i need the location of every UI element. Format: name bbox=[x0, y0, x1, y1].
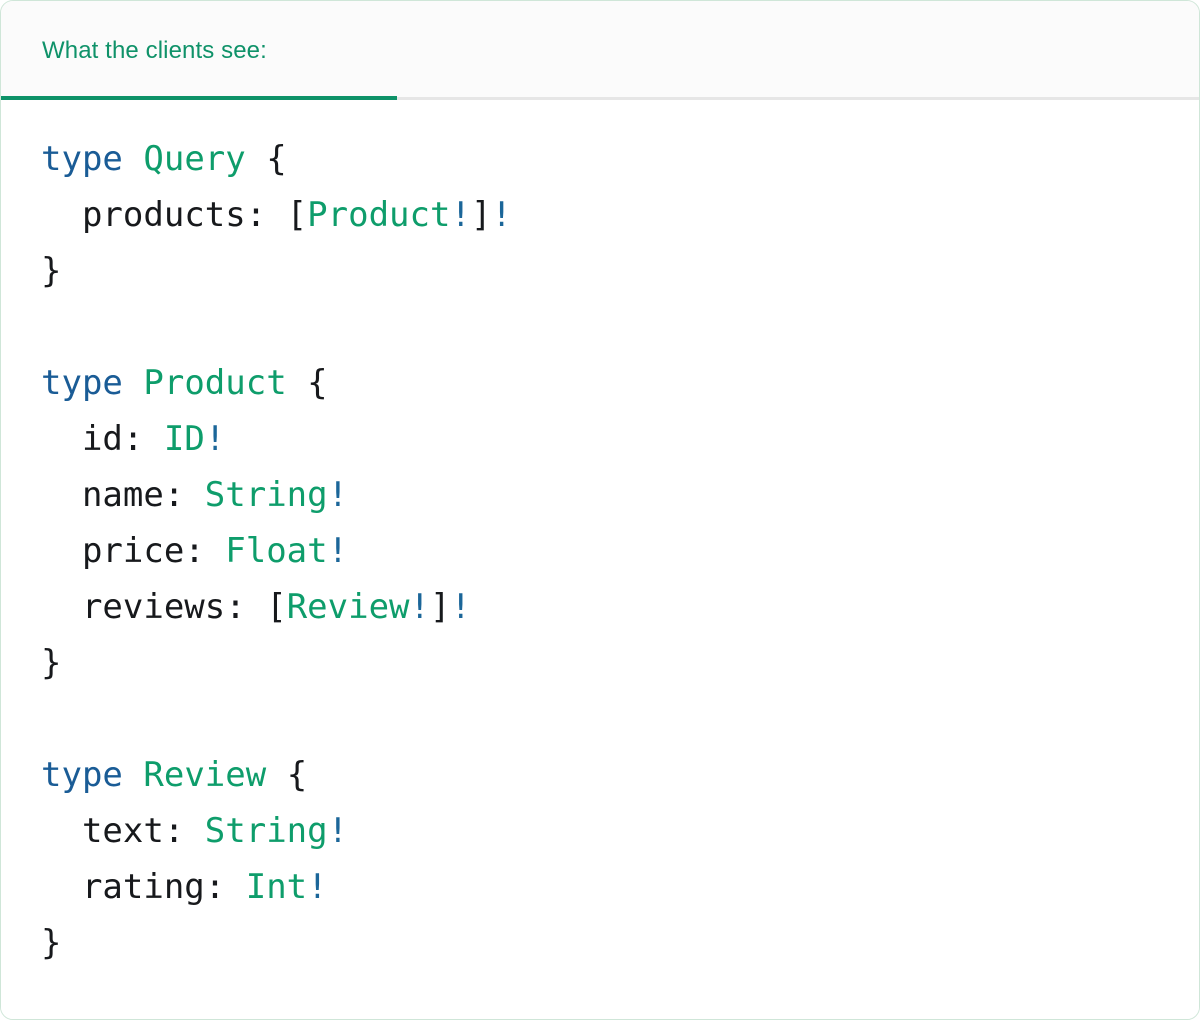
code-token: } bbox=[41, 923, 62, 963]
code-token bbox=[143, 419, 163, 459]
code-token: String bbox=[204, 811, 328, 851]
code-token: ! bbox=[327, 811, 349, 851]
code-line: products: [Product!]! bbox=[41, 187, 1199, 243]
code-line: rating: Int! bbox=[41, 859, 1199, 915]
code-token: price: bbox=[81, 531, 205, 571]
code-token: type bbox=[41, 755, 123, 795]
code-line: reviews: [Review!]! bbox=[41, 579, 1199, 635]
active-tab-indicator bbox=[1, 96, 397, 100]
code-token: } bbox=[41, 643, 62, 683]
code-token: Product bbox=[143, 363, 287, 403]
code-token: [ bbox=[286, 195, 308, 235]
code-token: Float bbox=[225, 531, 328, 571]
code-token: { bbox=[266, 139, 287, 179]
code-token: ! bbox=[409, 587, 430, 627]
code-token: ] bbox=[430, 587, 451, 627]
tab-what-the-clients-see[interactable]: What the clients see: bbox=[1, 1, 397, 100]
code-line: } bbox=[41, 915, 1199, 971]
tab-bar: What the clients see: bbox=[1, 1, 1199, 100]
code-token: ! bbox=[307, 867, 328, 907]
code-token: } bbox=[41, 251, 62, 291]
code-token: ! bbox=[450, 195, 471, 235]
code-token bbox=[41, 419, 82, 459]
code-token: id: bbox=[81, 419, 144, 459]
code-token: Query bbox=[143, 139, 246, 179]
tab-label: What the clients see: bbox=[42, 36, 267, 64]
code-token: type bbox=[41, 363, 123, 403]
code-token bbox=[287, 363, 307, 403]
code-token: Int bbox=[245, 867, 308, 907]
code-line: } bbox=[41, 635, 1199, 691]
code-token: products: bbox=[81, 195, 267, 235]
code-line: text: String! bbox=[41, 803, 1199, 859]
code-token bbox=[41, 587, 82, 627]
code-line: type Query { bbox=[41, 131, 1199, 187]
graphql-schema-code[interactable]: type Query { products: [Product!]!}type … bbox=[41, 131, 1199, 971]
code-token bbox=[123, 139, 143, 179]
code-line bbox=[41, 691, 1199, 747]
code-token: name: bbox=[81, 475, 185, 515]
code-token bbox=[246, 587, 266, 627]
code-token bbox=[184, 475, 204, 515]
code-token bbox=[246, 139, 266, 179]
code-line: name: String! bbox=[41, 467, 1199, 523]
code-token: { bbox=[286, 755, 308, 795]
code-token: type bbox=[41, 139, 123, 179]
code-line: type Review { bbox=[41, 747, 1199, 803]
code-token: [ bbox=[266, 587, 287, 627]
code-token: ! bbox=[450, 587, 471, 627]
code-token: Product bbox=[307, 195, 451, 235]
code-token bbox=[41, 811, 82, 851]
code-token: reviews: bbox=[81, 587, 246, 627]
code-token: ID bbox=[163, 419, 205, 459]
code-token bbox=[41, 475, 82, 515]
code-token: String bbox=[204, 475, 328, 515]
code-token: Review bbox=[286, 587, 410, 627]
code-token bbox=[123, 755, 143, 795]
code-line: type Product { bbox=[41, 355, 1199, 411]
code-line: id: ID! bbox=[41, 411, 1199, 467]
code-token: { bbox=[307, 363, 328, 403]
code-token bbox=[266, 755, 286, 795]
code-line: } bbox=[41, 243, 1199, 299]
code-token: ! bbox=[327, 531, 349, 571]
code-token: ! bbox=[204, 419, 226, 459]
code-token bbox=[41, 195, 82, 235]
code-token: ! bbox=[327, 475, 349, 515]
code-token bbox=[205, 531, 225, 571]
code-token bbox=[184, 811, 204, 851]
code-body: type Query { products: [Product!]!}type … bbox=[1, 100, 1199, 1019]
code-token: text: bbox=[81, 811, 185, 851]
code-token bbox=[266, 195, 286, 235]
code-line bbox=[41, 299, 1199, 355]
code-token bbox=[41, 531, 82, 571]
code-token: ! bbox=[491, 195, 512, 235]
code-line: price: Float! bbox=[41, 523, 1199, 579]
code-token: ] bbox=[470, 195, 492, 235]
code-token bbox=[41, 867, 82, 907]
code-token bbox=[123, 363, 143, 403]
code-token bbox=[225, 867, 245, 907]
code-token: Review bbox=[143, 755, 267, 795]
code-token: rating: bbox=[81, 867, 226, 907]
